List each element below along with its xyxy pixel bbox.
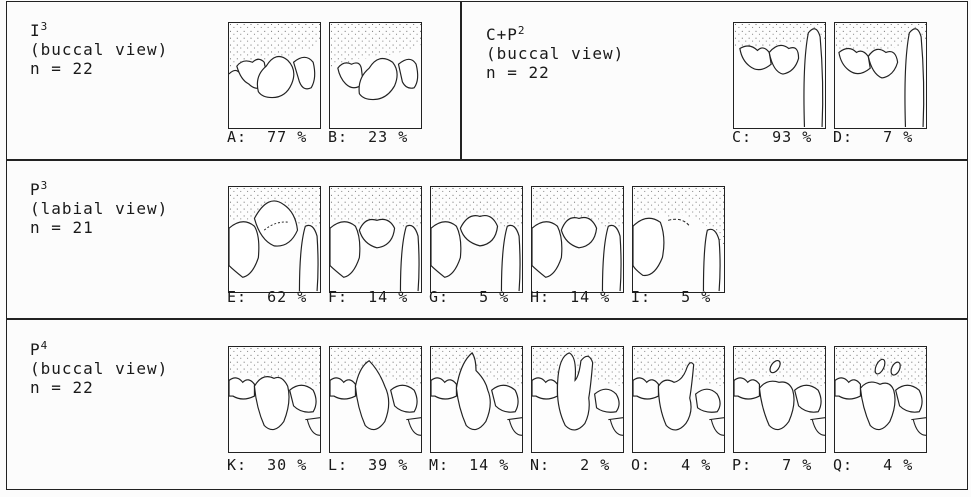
- variant-k-caption: K: 30 %: [227, 456, 307, 474]
- variant-e-drawing: [228, 186, 321, 293]
- variant-n-caption: N: 2 %: [530, 456, 610, 474]
- tooth-name: P: [30, 180, 41, 199]
- variant-f-drawing: [329, 186, 422, 293]
- variant-n-drawing: [531, 346, 624, 453]
- variant-percentage: 23 %: [358, 128, 408, 146]
- variant-b-caption: B: 23 %: [328, 128, 408, 146]
- view-label: (buccal view): [30, 40, 168, 59]
- variant-percentage: 4 %: [863, 456, 913, 474]
- variant-letter: K: [227, 456, 237, 474]
- variant-letter: O: [631, 456, 641, 474]
- variant-q-caption: Q: 4 %: [833, 456, 913, 474]
- variant-l-drawing: [329, 346, 422, 453]
- tooth-superscript: 3: [41, 20, 49, 33]
- variant-p-caption: P: 7 %: [732, 456, 812, 474]
- variant-percentage: 77 %: [257, 128, 307, 146]
- sample-size: n = 21: [30, 218, 94, 237]
- variant-percentage: 14 %: [459, 456, 509, 474]
- variant-d-caption: D: 7 %: [833, 128, 913, 146]
- variant-percentage: 14 %: [560, 288, 610, 306]
- variant-percentage: 4 %: [661, 456, 711, 474]
- variant-g-caption: G: 5 %: [429, 288, 509, 306]
- variant-percentage: 5 %: [459, 288, 509, 306]
- variant-percentage: 2 %: [560, 456, 610, 474]
- variant-percentage: 39 %: [358, 456, 408, 474]
- variant-letter: E: [227, 288, 237, 306]
- tooth-name: P: [30, 340, 41, 359]
- variant-letter: C: [732, 128, 742, 146]
- variant-letter: Q: [833, 456, 843, 474]
- variant-c-caption: C: 93 %: [732, 128, 812, 146]
- tooth-superscript: 4: [41, 339, 49, 352]
- variant-a-drawing: [228, 22, 321, 129]
- variant-q-drawing: [834, 346, 927, 453]
- variant-o-drawing: [632, 346, 725, 453]
- sample-size: n = 22: [30, 59, 94, 78]
- label-c-p2: C+P2 (buccal view) n = 22: [486, 25, 624, 82]
- variant-percentage: 14 %: [358, 288, 408, 306]
- tooth-superscript: 2: [518, 24, 526, 37]
- variant-letter: H: [530, 288, 540, 306]
- variant-l-caption: L: 39 %: [328, 456, 408, 474]
- variant-percentage: 93 %: [762, 128, 812, 146]
- variant-f-caption: F: 14 %: [328, 288, 408, 306]
- variant-letter: M: [429, 456, 439, 474]
- variant-percentage: 5 %: [661, 288, 711, 306]
- variant-letter: B: [328, 128, 338, 146]
- variant-letter: G: [429, 288, 439, 306]
- variant-i-caption: I: 5 %: [631, 288, 711, 306]
- view-label: (buccal view): [486, 44, 624, 63]
- view-label: (buccal view): [30, 359, 168, 378]
- variant-letter: N: [530, 456, 540, 474]
- variant-d-drawing: [834, 22, 927, 129]
- label-p4: P4 (buccal view) n = 22: [30, 340, 168, 397]
- variant-letter: F: [328, 288, 338, 306]
- variant-b-drawing: [329, 22, 422, 129]
- sample-size: n = 22: [486, 63, 550, 82]
- tooth-name: C+P: [486, 25, 518, 44]
- variant-letter: A: [227, 128, 237, 146]
- variant-h-caption: H: 14 %: [530, 288, 610, 306]
- variant-e-caption: E: 62 %: [227, 288, 307, 306]
- variant-letter: L: [328, 456, 338, 474]
- variant-m-drawing: [430, 346, 523, 453]
- variant-o-caption: O: 4 %: [631, 456, 711, 474]
- view-label: (labial view): [30, 199, 168, 218]
- variant-i-drawing: [632, 186, 725, 293]
- variant-percentage: 62 %: [257, 288, 307, 306]
- variant-percentage: 7 %: [762, 456, 812, 474]
- variant-percentage: 7 %: [863, 128, 913, 146]
- variant-letter: D: [833, 128, 843, 146]
- sample-size: n = 22: [30, 378, 94, 397]
- variant-k-drawing: [228, 346, 321, 453]
- variant-g-drawing: [430, 186, 523, 293]
- variant-p-drawing: [733, 346, 826, 453]
- variant-m-caption: M: 14 %: [429, 456, 509, 474]
- tooth-superscript: 3: [41, 179, 49, 192]
- tooth-name: I: [30, 21, 41, 40]
- variant-h-drawing: [531, 186, 624, 293]
- variant-letter: I: [631, 288, 641, 306]
- variant-c-drawing: [733, 22, 826, 129]
- variant-percentage: 30 %: [257, 456, 307, 474]
- variant-letter: P: [732, 456, 742, 474]
- label-p3: P3 (labial view) n = 21: [30, 180, 168, 237]
- label-i3: I3 (buccal view) n = 22: [30, 21, 168, 78]
- variant-a-caption: A: 77 %: [227, 128, 307, 146]
